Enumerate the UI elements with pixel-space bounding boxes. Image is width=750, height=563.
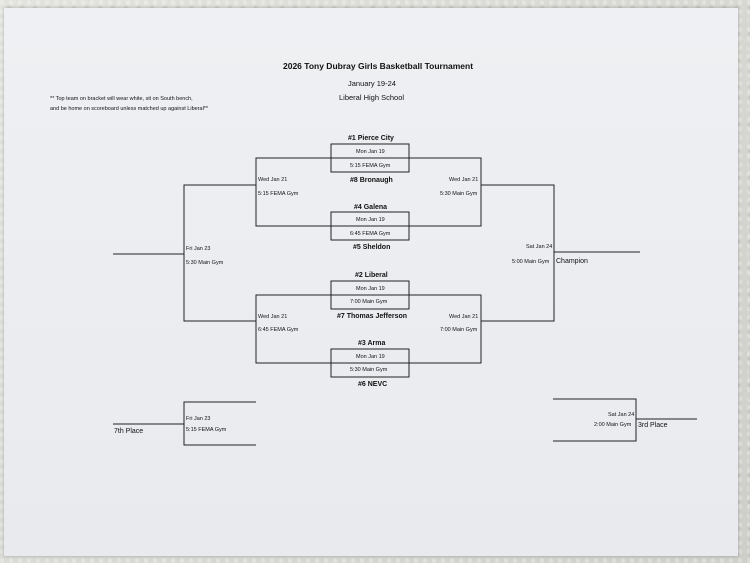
game2-day: Mon Jan 19	[356, 217, 385, 223]
seventh-place-label: 7th Place	[114, 428, 144, 435]
team-seed-8: #8 Bronaugh	[350, 177, 393, 184]
cons-semi1-time: 5:15 FEMA Gym	[258, 191, 299, 197]
team-seed-6: #6 NEVC	[358, 381, 388, 388]
semi1-day: Wed Jan 21	[449, 177, 479, 183]
note-line-1: ** Top team on bracket will wear white, …	[50, 96, 193, 102]
tournament-venue: Liberal High School	[339, 93, 405, 102]
team-seed-1: #1 Pierce City	[348, 135, 394, 142]
game1-time: 5:15 FEMA Gym	[350, 163, 391, 169]
game1-day: Mon Jan 19	[356, 149, 385, 155]
game4-day: Mon Jan 19	[356, 354, 385, 360]
final-time: 5:00 Main Gym	[512, 259, 550, 265]
game2-time: 6:45 FEMA Gym	[350, 231, 391, 237]
game3-day: Mon Jan 19	[356, 286, 385, 292]
bracket-sheet	[4, 8, 738, 556]
team-seed-3: #3 Arma	[358, 340, 386, 347]
cons-semi2-day: Wed Jan 21	[258, 314, 288, 320]
game3-time: 7:00 Main Gym	[350, 299, 388, 305]
third-time: 2:00 Main Gym	[594, 422, 632, 428]
semi2-day: Wed Jan 21	[449, 314, 479, 320]
champion-label: Champion	[556, 258, 588, 265]
third-place-label: 3rd Place	[638, 422, 668, 429]
third-day: Sat Jan 24	[608, 412, 635, 418]
team-seed-5: #5 Sheldon	[353, 244, 391, 251]
seventh-time: 5:15 FEMA Gym	[186, 427, 227, 433]
game4-time: 5:30 Main Gym	[350, 367, 388, 373]
seventh-day: Fri Jan 23	[186, 416, 211, 422]
cons-semi1-day: Wed Jan 21	[258, 177, 288, 183]
tournament-title: 2026 Tony Dubray Girls Basketball Tourna…	[283, 61, 474, 71]
tournament-dates: January 19-24	[348, 79, 396, 88]
team-seed-7: #7 Thomas Jefferson	[337, 313, 408, 320]
cons-semi2-time: 6:45 FEMA Gym	[258, 327, 299, 333]
final-day: Sat Jan 24	[526, 244, 553, 250]
note-line-2: and be home on scoreboard unless matched…	[50, 106, 209, 112]
semi1-time: 5:30 Main Gym	[440, 191, 478, 197]
cons-final-time: 5:30 Main Gym	[186, 260, 224, 266]
semi2-time: 7:00 Main Gym	[440, 327, 478, 333]
team-seed-4: #4 Galena	[354, 204, 388, 211]
cons-final-day: Fri Jan 23	[186, 246, 211, 252]
team-seed-2: #2 Liberal	[355, 272, 388, 279]
